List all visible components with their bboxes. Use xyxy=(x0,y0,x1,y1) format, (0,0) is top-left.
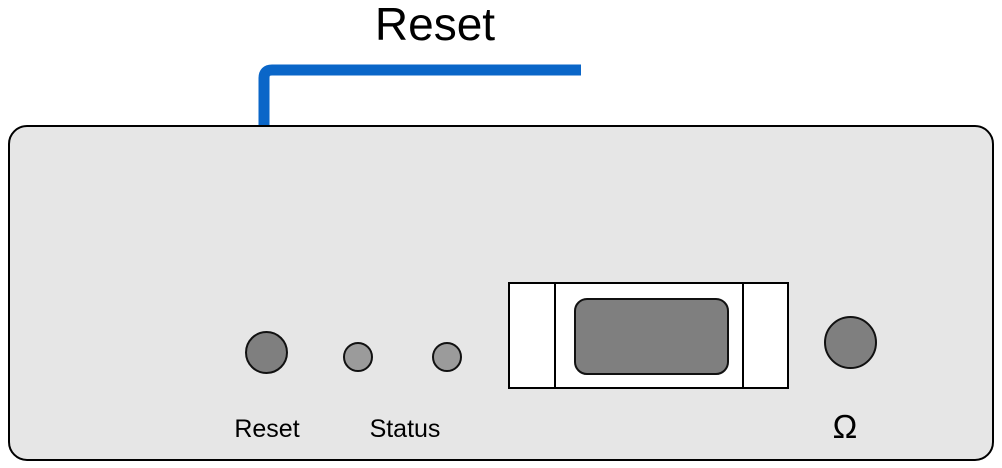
ohm-label: Ω xyxy=(832,408,858,445)
slot-divider-left xyxy=(554,284,556,387)
slot-insert-module[interactable] xyxy=(574,298,729,375)
slot-divider-right xyxy=(742,284,744,387)
ground-terminal-post[interactable] xyxy=(824,316,877,369)
callout-title: Reset xyxy=(374,0,496,50)
status-led-primary xyxy=(343,342,373,372)
status-led-secondary xyxy=(432,342,462,372)
reset-button[interactable] xyxy=(245,331,288,374)
reset-label: Reset xyxy=(234,415,300,443)
status-label: Status xyxy=(369,415,441,443)
device-panel: Reset Status Ω xyxy=(8,125,994,461)
module-slot-connector[interactable] xyxy=(508,282,789,389)
